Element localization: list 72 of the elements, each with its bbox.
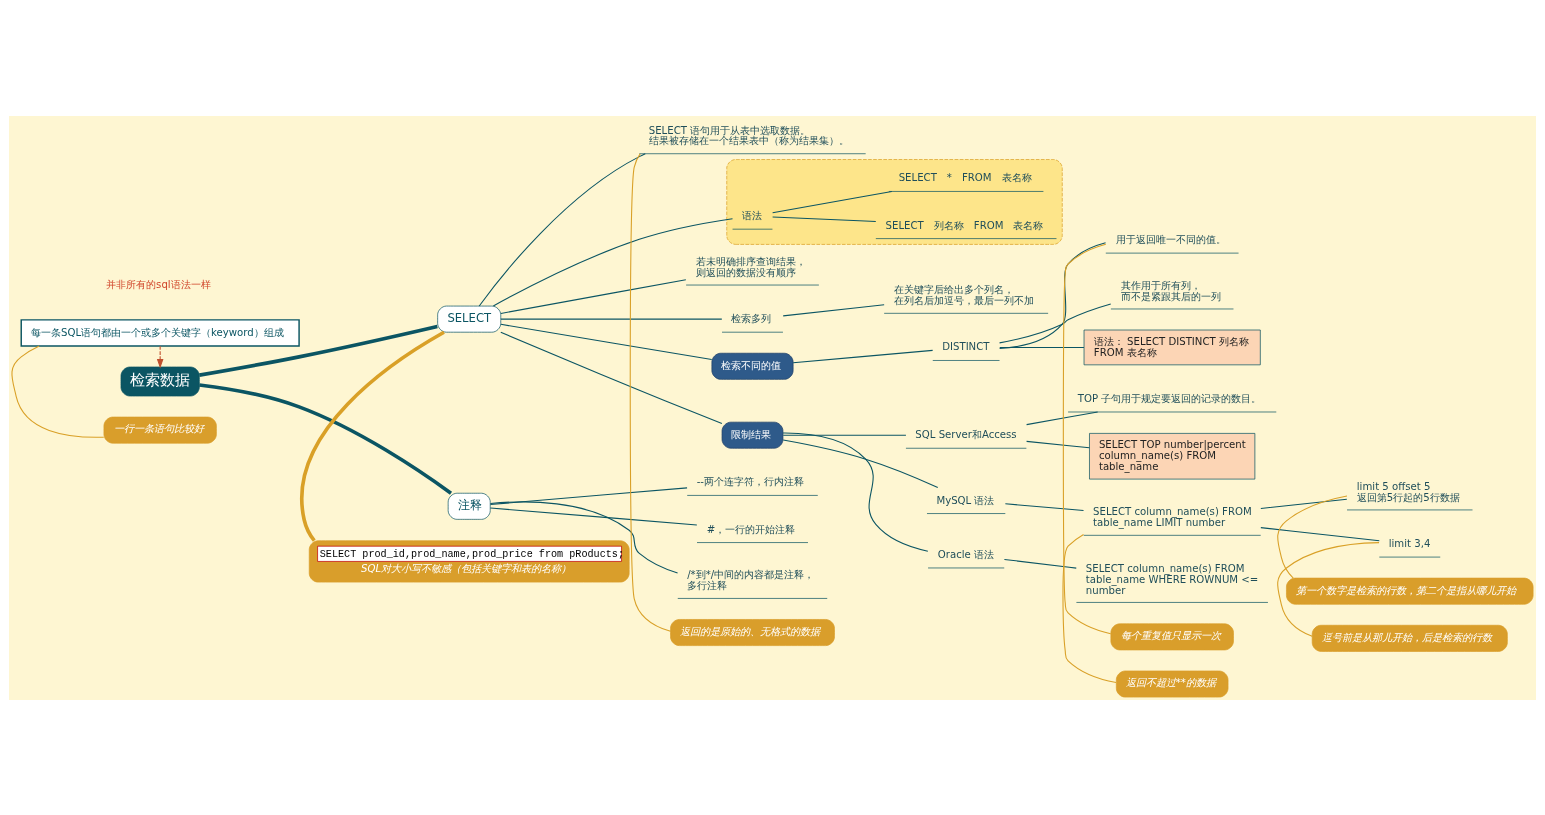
node-text: 用于返回唯一不同的值。 xyxy=(1115,233,1226,245)
connector xyxy=(782,303,885,316)
connector xyxy=(500,331,723,424)
node-box: 语法： SELECT DISTINCT 列名称 FROM 表名称 xyxy=(1083,329,1261,365)
connector xyxy=(11,345,105,438)
node-box: SELECT TOP number|percent column_name(s) FROM table_name xyxy=(1089,432,1256,479)
node-text: limit 5 offset 5 返回第5行起的5行数据 xyxy=(1356,480,1460,503)
connector xyxy=(772,190,893,213)
node-box: 检索不同的值 xyxy=(711,352,794,380)
node-text: #，一行的开始注释 xyxy=(706,523,796,535)
connector xyxy=(199,382,453,495)
node-text: TOP 子句用于规定要返回的记录的数目。 xyxy=(1077,392,1262,404)
node-box: 限制结果 xyxy=(721,421,784,449)
connector xyxy=(1062,243,1112,634)
node-text: 若未明确排序查询结果，则返回的数据没有顺序 xyxy=(695,255,806,278)
node-text: SQL Server和Access xyxy=(915,428,1017,440)
node-text: SELECT 语句用于从表中选取数据。结果被存储在一个结果表中（称为结果集）。 xyxy=(648,124,849,146)
connector xyxy=(489,500,679,574)
connector xyxy=(1260,526,1380,541)
node-box: SELECT xyxy=(437,305,502,333)
node-text: Oracle 语法 xyxy=(937,548,995,560)
arrow xyxy=(156,345,164,369)
connector xyxy=(500,323,713,360)
connector xyxy=(1004,502,1085,511)
node-text: 语法 xyxy=(742,209,763,221)
node-text: limit 3,4 xyxy=(1388,537,1431,549)
connector xyxy=(1062,533,1117,683)
node-box: 每个重复值只显示一次 xyxy=(1110,622,1234,650)
node-text: 其作用于所有列，而不是紧跟其后的一列 xyxy=(1120,279,1221,302)
connector xyxy=(1277,495,1348,579)
connector xyxy=(478,152,646,306)
node-box: 每一条SQL语句都由一个或多个关键字（keyword）组成 xyxy=(20,318,300,347)
connector xyxy=(489,486,688,505)
node-box: 一行一条语句比较好 xyxy=(103,416,217,444)
connector xyxy=(1277,541,1380,637)
node-text: 检索多列 xyxy=(731,312,772,324)
connector xyxy=(782,439,939,488)
connector xyxy=(772,215,877,222)
connector xyxy=(782,434,907,436)
cluster xyxy=(726,158,1063,245)
node-text: /*到*/中间的内容都是注释，多行注释 xyxy=(687,568,815,591)
connector xyxy=(492,217,734,306)
node-text: --两个连字符，行内注释 xyxy=(696,475,804,487)
connector xyxy=(199,324,438,377)
node-text: SELECT 列名称 FROM 表名称 xyxy=(885,219,1044,231)
node-box: 返回不超过**的数据 xyxy=(1115,670,1229,697)
node-text: SELECT * FROM 表名称 xyxy=(898,171,1032,183)
connector xyxy=(489,506,698,526)
connector xyxy=(1260,498,1348,509)
connector xyxy=(500,318,723,320)
connector xyxy=(500,278,687,314)
node-box: 注释 xyxy=(447,492,491,520)
connector xyxy=(1026,440,1090,448)
connector xyxy=(1003,558,1077,569)
node-text: 在关键字后给出多个列名，在列名后加逗号，最后一列不加 xyxy=(893,283,1034,306)
node-box: 返回的是原始的、无格式的数据 xyxy=(670,618,835,646)
connector xyxy=(299,330,445,542)
node-text: DISTINCT xyxy=(942,340,990,352)
node-text: MySQL 语法 xyxy=(936,494,995,506)
connector xyxy=(792,349,934,363)
node-box: 检索数据 xyxy=(120,366,200,396)
label: 并非所有的sql语法一样 xyxy=(106,278,211,290)
connector xyxy=(999,346,1085,348)
connector xyxy=(1026,410,1099,425)
node-box: 逗号前是从那儿开始，后是检索的行数 xyxy=(1311,624,1508,652)
connector xyxy=(782,431,929,552)
node-text: SELECT column_name(s) FROM table_name LIMIT number xyxy=(1093,505,1252,528)
connector xyxy=(999,303,1112,343)
node-box: 第一个数字是检索的行数，第二个是指从哪儿开始 xyxy=(1286,577,1534,605)
node-text: SELECT column_name(s) FROM table_name WHERE ROWNUM <= number xyxy=(1085,562,1259,595)
connector xyxy=(999,241,1107,349)
connector xyxy=(629,152,671,632)
